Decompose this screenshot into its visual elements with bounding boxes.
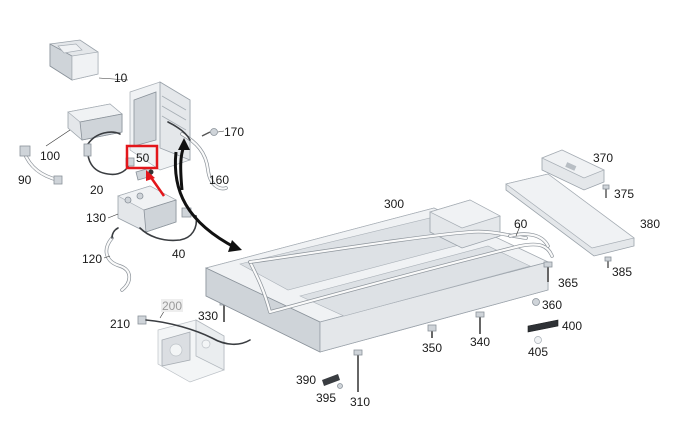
assembly-arrows bbox=[173, 138, 242, 252]
label-50[interactable]: 50 bbox=[136, 151, 150, 165]
label-365[interactable]: 365 bbox=[558, 276, 578, 290]
label-330[interactable]: 330 bbox=[198, 309, 218, 323]
part-10-module[interactable] bbox=[49, 39, 99, 81]
label-395[interactable]: 395 bbox=[316, 391, 336, 405]
part-200-cable[interactable] bbox=[145, 319, 251, 346]
label-100[interactable]: 100 bbox=[40, 149, 60, 163]
label-370[interactable]: 370 bbox=[593, 151, 613, 165]
part-160-cable[interactable] bbox=[167, 121, 228, 191]
part-bracket-module[interactable] bbox=[129, 81, 191, 171]
part-300-battery-pack[interactable] bbox=[204, 199, 554, 353]
label-350[interactable]: 350 bbox=[422, 341, 442, 355]
highlight-50 bbox=[125, 144, 166, 197]
part-120-cable[interactable] bbox=[104, 227, 132, 292]
label-360[interactable]: 360 bbox=[542, 298, 562, 312]
label-200[interactable]: 200 bbox=[162, 299, 182, 313]
part-400-strip[interactable] bbox=[527, 319, 559, 333]
label-210[interactable]: 210 bbox=[110, 317, 130, 331]
label-60[interactable]: 60 bbox=[514, 217, 528, 231]
highlight-arrow bbox=[148, 175, 166, 197]
label-400[interactable]: 400 bbox=[562, 319, 582, 333]
highlight-box bbox=[125, 144, 159, 170]
part-405-clip[interactable] bbox=[534, 336, 542, 344]
leader-100 bbox=[45, 129, 71, 147]
part-310-bolt[interactable] bbox=[353, 349, 363, 392]
label-130[interactable]: 130 bbox=[86, 211, 106, 225]
part-130-module[interactable] bbox=[117, 185, 177, 233]
label-385[interactable]: 385 bbox=[612, 265, 632, 279]
part-365-bolt[interactable] bbox=[543, 261, 553, 282]
leader-10 bbox=[98, 77, 129, 81]
label-170[interactable]: 170 bbox=[224, 125, 244, 139]
part-90-cable[interactable] bbox=[19, 145, 63, 185]
label-20[interactable]: 20 bbox=[90, 183, 104, 197]
label-405[interactable]: 405 bbox=[528, 345, 548, 359]
part-385-screw[interactable] bbox=[604, 256, 612, 268]
part-380-cover[interactable] bbox=[505, 173, 635, 257]
label-10[interactable]: 10 bbox=[114, 71, 128, 85]
part-60-cable[interactable] bbox=[508, 232, 550, 248]
part-340-bolt[interactable] bbox=[475, 311, 485, 334]
label-340[interactable]: 340 bbox=[470, 335, 490, 349]
part-210-clip[interactable] bbox=[137, 315, 147, 325]
label-380[interactable]: 380 bbox=[640, 217, 660, 231]
label-160[interactable]: 160 bbox=[209, 173, 229, 187]
leader-130 bbox=[107, 213, 119, 219]
label-300[interactable]: 300 bbox=[384, 197, 404, 211]
part-390-bracket[interactable] bbox=[322, 374, 340, 386]
part-360-nut[interactable] bbox=[532, 298, 540, 306]
leader-170 bbox=[217, 130, 225, 133]
label-90[interactable]: 90 bbox=[18, 173, 32, 187]
part-370-bracket[interactable] bbox=[541, 149, 605, 191]
label-40[interactable]: 40 bbox=[172, 247, 186, 261]
label-310[interactable]: 310 bbox=[350, 395, 370, 409]
leader-60 bbox=[515, 225, 521, 237]
label-200-bg bbox=[161, 299, 183, 312]
part-100-housing[interactable] bbox=[67, 103, 123, 141]
label-375[interactable]: 375 bbox=[614, 187, 634, 201]
part-375-screw[interactable] bbox=[602, 184, 610, 198]
label-390[interactable]: 390 bbox=[296, 373, 316, 387]
leader-120 bbox=[103, 255, 111, 259]
part-170-screw[interactable] bbox=[201, 128, 218, 137]
part-350-bolt[interactable] bbox=[427, 324, 437, 338]
part-395-nut[interactable] bbox=[337, 383, 343, 389]
label-120[interactable]: 120 bbox=[82, 252, 102, 266]
